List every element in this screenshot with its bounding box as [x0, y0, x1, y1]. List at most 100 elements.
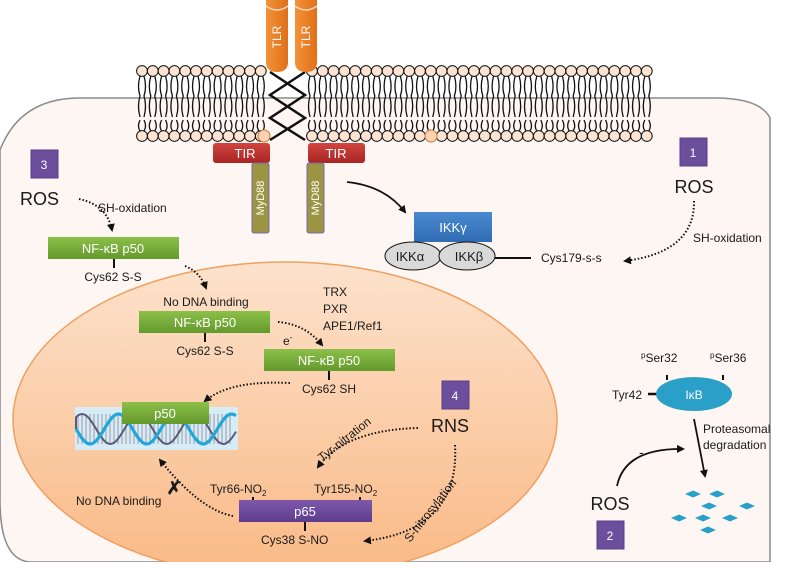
dna-strand [74, 412, 237, 446]
lipid-head [211, 65, 224, 77]
lipid-head [468, 65, 480, 77]
tyr42: Tyr42 [612, 388, 642, 402]
ikb-fragment [671, 514, 687, 522]
lipid-head [619, 130, 632, 142]
lipid-head [200, 130, 213, 142]
cys62-ss-cyto: Cys62 S-S [84, 270, 141, 284]
tlr-transmembrane-helices [267, 70, 308, 142]
pser36: pSer36 [710, 351, 747, 365]
cys38-sno: Cys38 S-NO [261, 533, 328, 547]
myd88-label: MyD88 [255, 181, 267, 216]
svg-text:3: 3 [41, 158, 48, 172]
lipid-head [146, 130, 159, 142]
lipid-head [565, 65, 578, 77]
nfkb-p50-cytoplasmic [48, 237, 179, 259]
lipid-head [608, 65, 621, 77]
section-2: pSer32 pSer36 Tyr42 IκB Proteasomal degr… [590, 351, 770, 550]
lipid-head [403, 65, 416, 77]
degradation-label: degradation [703, 438, 766, 452]
lipid-head [360, 65, 372, 77]
lipid-head [316, 65, 329, 77]
lipid-head [630, 130, 642, 142]
badge-2 [596, 520, 625, 550]
lipid-head [532, 65, 545, 77]
lipid-head [500, 130, 513, 142]
sh-oxidation-label-1: SH-oxidation [693, 231, 762, 245]
lipid-head [586, 65, 599, 77]
svg-text:IKKβ: IKKβ [455, 249, 483, 264]
lipid-head [349, 65, 362, 77]
myd88-left: MyD88 [251, 162, 270, 234]
tir-label: TIR [326, 146, 347, 161]
lipid-head [190, 130, 202, 142]
ikk-complex: IKKγ IKKα IKKβ Cys179-s-s [384, 212, 602, 271]
lipid-head [446, 65, 459, 77]
svg-text:NF-κB p50: NF-κB p50 [298, 353, 360, 368]
ikb-fragment [739, 502, 755, 510]
lipid-head [435, 130, 448, 142]
lipid-head [414, 65, 426, 77]
svg-text:p65: p65 [294, 504, 316, 519]
pser32: pSer32 [641, 351, 678, 365]
lipid-head [392, 130, 405, 142]
ikk-gamma [414, 212, 492, 242]
lipid-head [597, 130, 610, 142]
reducer-pxr: PXR [323, 302, 348, 316]
lipid-head [157, 65, 170, 77]
lipid-head [576, 130, 588, 142]
rns-label: RNS [431, 416, 469, 436]
ikb-fragment [701, 502, 717, 510]
lipid-head [157, 130, 170, 142]
lipid-head [478, 130, 491, 142]
sh-oxidation-label-3: SH-oxidation [98, 201, 167, 215]
lipid-head [576, 65, 588, 77]
lipid-head [630, 65, 642, 77]
lipid-head [640, 130, 653, 142]
lipid-head [403, 130, 416, 142]
tir-label: TIR [235, 146, 256, 161]
ikb-fragment [700, 526, 716, 534]
lipid-head [435, 65, 448, 77]
svg-text:p50: p50 [154, 406, 176, 421]
lipid-head [608, 130, 621, 142]
myd88-label: MyD88 [310, 181, 322, 216]
tlr-label: TLR [270, 25, 284, 48]
ros-label-2: ROS [590, 494, 629, 514]
nfkb-p50-reduced [264, 349, 395, 371]
cys62-sh: Cys62 SH [302, 382, 356, 396]
tir-domain-right: TIR [308, 143, 365, 163]
ros-label-1: ROS [674, 177, 713, 197]
section-3: 3 ROS SH-oxidation NF-κB p50 Cys62 S-S N… [20, 149, 395, 450]
lipid-head [190, 65, 202, 77]
svg-text:IKKγ: IKKγ [439, 220, 467, 235]
ikk-cys179-site: Cys179-s-s [541, 251, 602, 265]
lipid-head [554, 65, 567, 77]
lipid-head [244, 130, 256, 142]
ikb-fragment [722, 514, 738, 522]
lipid-head [244, 65, 256, 77]
lipid-head [327, 65, 340, 77]
lipid-head [381, 65, 394, 77]
lipid-head [532, 130, 545, 142]
lipid-head [338, 65, 351, 77]
tlr-label: TLR [299, 25, 313, 48]
lipid-head [619, 65, 632, 77]
lipid-head [554, 130, 567, 142]
lipid-head [489, 65, 502, 77]
lipid-head [200, 65, 213, 77]
svg-text:1: 1 [690, 146, 697, 160]
lipid-head [222, 65, 235, 77]
lipid-head [136, 130, 148, 142]
ros-label-3: ROS [20, 189, 59, 209]
p65-subunit [239, 500, 372, 522]
lipid-head [179, 130, 192, 142]
reducer-ape1-ref1: APE1/Ref1 [323, 319, 383, 333]
lipid-head [511, 130, 524, 142]
degraded-ikb-fragments [671, 490, 755, 534]
inhibition-sign: - [639, 444, 644, 460]
svg-text:IKKα: IKKα [396, 249, 425, 264]
lipid-head [597, 65, 610, 77]
lipid-head [640, 65, 653, 77]
lipid-head [327, 130, 340, 142]
